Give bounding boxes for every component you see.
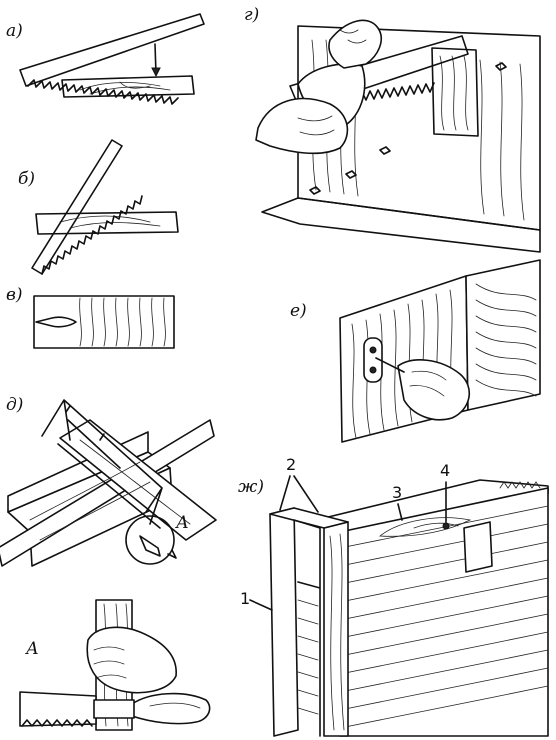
- panel-v-label: в): [6, 285, 23, 305]
- panel-d: д) А: [0, 395, 217, 567]
- post-front-zh: [323, 521, 349, 737]
- panel-zh: ж) 2 3 4 1: [238, 455, 549, 737]
- post-back-zh: [269, 507, 299, 737]
- panel-d-label: д): [6, 395, 23, 415]
- saw-blade-detail: [19, 691, 97, 727]
- block-g: [431, 47, 479, 137]
- hand-detail-a: [86, 626, 177, 694]
- callout-1: 1: [240, 589, 250, 608]
- panel-zh-label: ж): [238, 477, 264, 497]
- callout-4: 4: [440, 461, 450, 480]
- detail-circle-a: [125, 515, 175, 565]
- detail-callout-a: А: [175, 513, 189, 533]
- hand-upper-g: [328, 19, 382, 69]
- tenon-zh: [463, 521, 493, 573]
- panel-a-label: а): [6, 21, 23, 41]
- hole-4-zh: [442, 522, 450, 530]
- panel-e-label: е): [290, 301, 307, 321]
- panel-b-label: б): [18, 169, 35, 189]
- saw-blade-a: [19, 13, 205, 87]
- saw-blade-b: [31, 139, 123, 275]
- keyhole-plate-e: [363, 337, 383, 383]
- callout-2: 2: [286, 455, 296, 474]
- hand-lower-g: [255, 97, 349, 155]
- groove-inner-zh: [293, 519, 321, 737]
- panel-a: а): [6, 13, 205, 105]
- panel-g: г): [244, 5, 541, 253]
- detail-label-a: А: [25, 639, 39, 659]
- panel-v: в): [6, 285, 175, 349]
- panel-b: б): [18, 139, 179, 275]
- panel-g-label: г): [244, 5, 259, 25]
- wall-e: [465, 259, 541, 411]
- board-cross-d: [59, 419, 217, 541]
- slot-v: [35, 316, 77, 328]
- board-v: [33, 295, 175, 349]
- panel-e: е): [290, 259, 541, 443]
- callout-3: 3: [392, 483, 402, 502]
- mitre-saw-frame: [41, 399, 163, 525]
- panel-detail-a: А: [19, 599, 211, 731]
- saw-blade-d: [57, 443, 161, 529]
- chisel-handle-a: [131, 692, 211, 725]
- wall-base-g: [261, 197, 541, 253]
